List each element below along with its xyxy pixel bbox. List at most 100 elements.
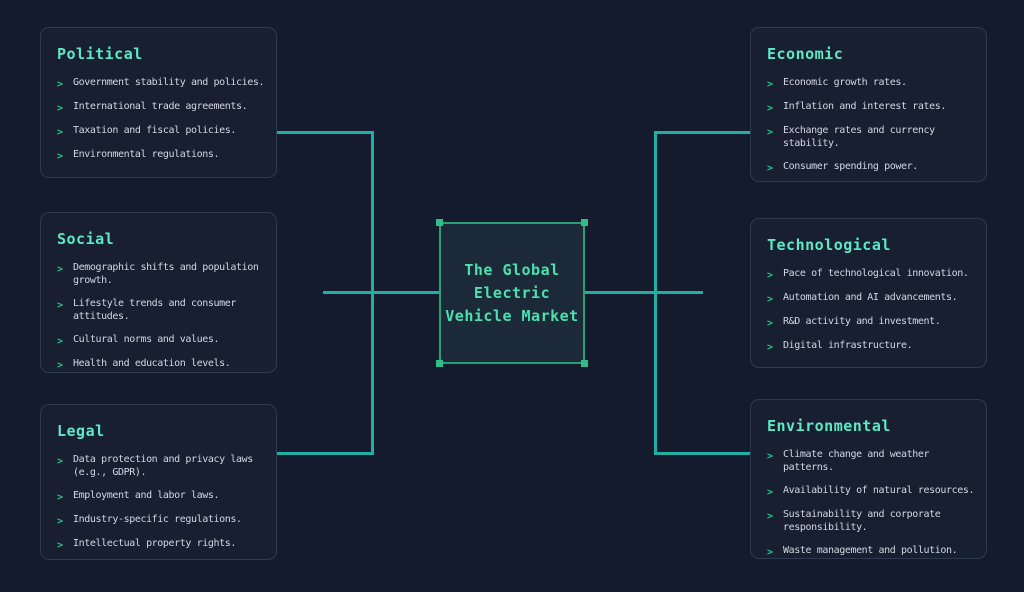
center-title-line: Electric	[473, 283, 551, 302]
chevron-bullet-icon: >	[767, 103, 774, 114]
selection-handle-bottom-right[interactable]	[581, 360, 588, 367]
chevron-bullet-icon: >	[767, 547, 774, 558]
chevron-bullet-icon: >	[767, 79, 774, 90]
list-item: > Health and education levels.	[57, 357, 270, 371]
chevron-bullet-icon: >	[57, 300, 64, 311]
node-title: Social	[57, 230, 115, 248]
item-text: Taxation and fiscal policies.	[73, 125, 236, 136]
connector-political	[277, 131, 373, 134]
item-text: Environmental regulations.	[73, 149, 220, 160]
chevron-bullet-icon: >	[767, 342, 774, 353]
node-environmental[interactable]: Environmental >Climate change and weathe…	[750, 399, 987, 559]
item-text: Health and education levels.	[73, 358, 231, 369]
chevron-bullet-icon: >	[767, 511, 774, 522]
list-item: > Automation and AI advancements.	[767, 291, 980, 305]
chevron-bullet-icon: >	[57, 540, 64, 551]
item-list: > Data protection and privacy laws (e.g.,…	[57, 453, 270, 551]
node-title: Environmental	[767, 417, 891, 435]
item-text: Demographic shifts and population growth…	[73, 262, 259, 286]
item-text: Pace of technological innovation.	[783, 268, 969, 279]
list-item: > Availability of natural resources.	[767, 484, 980, 498]
item-text: Inflation and interest rates.	[783, 101, 946, 112]
list-item: > Taxation and fiscal policies.	[57, 124, 270, 138]
list-item: > Consumer spending power.	[767, 160, 980, 174]
connector-environmental	[654, 452, 750, 455]
chevron-bullet-icon: >	[57, 79, 64, 90]
connector-center-right	[585, 291, 703, 294]
list-item: > Exchange rates and currency stability.	[767, 124, 980, 150]
chevron-bullet-icon: >	[767, 318, 774, 329]
item-text: International trade agreements.	[73, 101, 248, 112]
connector-economic	[654, 131, 750, 134]
item-text: Waste management and pollution.	[783, 545, 958, 556]
list-item: > R&D activity and investment.	[767, 315, 980, 329]
item-list: > Economic growth rates. > Inflation and i…	[767, 76, 980, 174]
selection-handle-top-left[interactable]	[436, 219, 443, 226]
item-text: Availability of natural resources.	[783, 485, 975, 496]
chevron-bullet-icon: >	[57, 516, 64, 527]
item-text: Exchange rates and currency stability.	[783, 125, 935, 149]
chevron-bullet-icon: >	[57, 336, 64, 347]
list-item: > Industry-specific regulations.	[57, 513, 270, 527]
node-title: Technological	[767, 236, 891, 254]
list-item: > Employment and labor laws.	[57, 489, 270, 503]
item-list: > Government stability and policies. > Int…	[57, 76, 270, 162]
item-list: > Pace of technological innovation. > Auto…	[767, 267, 980, 353]
chevron-bullet-icon: >	[57, 360, 64, 371]
node-economic[interactable]: Economic > Economic growth rates. > Inflat…	[750, 27, 987, 182]
list-item: > Lifestyle trends and consumer attitudes…	[57, 297, 270, 323]
item-text: Government stability and policies.	[73, 77, 265, 88]
connector-legal	[277, 452, 373, 455]
item-list: >Climate change and weather patterns. >A…	[767, 448, 980, 558]
item-list: > Demographic shifts and population growt…	[57, 261, 270, 371]
selection-handle-bottom-left[interactable]	[436, 360, 443, 367]
node-social[interactable]: Social > Demographic shifts and populatio…	[40, 212, 277, 373]
chevron-bullet-icon: >	[767, 270, 774, 281]
chevron-bullet-icon: >	[57, 492, 64, 503]
list-item: > Economic growth rates.	[767, 76, 980, 90]
list-item: >Climate change and weather patterns.	[767, 448, 980, 474]
chevron-bullet-icon: >	[57, 456, 64, 467]
list-item: > Waste management and pollution.	[767, 544, 980, 558]
selection-handle-top-right[interactable]	[581, 219, 588, 226]
item-text: Data protection and privacy laws (e.g., …	[73, 454, 253, 478]
item-text: Sustainability and corporate responsibil…	[783, 509, 941, 533]
chevron-bullet-icon: >	[767, 294, 774, 305]
chevron-bullet-icon: >	[767, 127, 774, 138]
list-item: > International trade agreements.	[57, 100, 270, 114]
list-item: >Digital infrastructure.	[767, 339, 980, 353]
connector-center-left	[323, 291, 439, 294]
node-center-topic[interactable]: The Global Electric Vehicle Market	[436, 219, 588, 367]
chevron-bullet-icon: >	[767, 487, 774, 498]
chevron-bullet-icon: >	[57, 127, 64, 138]
item-text: Intellectual property rights.	[73, 538, 236, 549]
list-item: > Government stability and policies.	[57, 76, 270, 90]
center-title-line: Vehicle Market	[445, 306, 579, 325]
item-text: Automation and AI advancements.	[783, 292, 958, 303]
node-political[interactable]: Political > Government stability and poli…	[40, 27, 277, 178]
item-text: Industry-specific regulations.	[73, 514, 242, 525]
node-title: Political	[57, 45, 143, 63]
item-text: Economic growth rates.	[783, 77, 907, 88]
center-title-line: The Global	[464, 260, 560, 279]
node-legal[interactable]: Legal > Data protection and privacy laws …	[40, 404, 277, 560]
node-title: Economic	[767, 45, 844, 63]
list-item: > Intellectual property rights.	[57, 537, 270, 551]
item-text: Consumer spending power.	[783, 161, 918, 172]
chevron-bullet-icon: >	[57, 103, 64, 114]
chevron-bullet-icon: >	[57, 151, 64, 162]
chevron-bullet-icon: >	[767, 163, 774, 174]
list-item: > Sustainability and corporate responsibi…	[767, 508, 980, 534]
list-item: >Cultural norms and values.	[57, 333, 270, 347]
node-title: Legal	[57, 422, 105, 440]
node-technological[interactable]: Technological > Pace of technological inn…	[750, 218, 987, 368]
chevron-bullet-icon: >	[57, 264, 64, 275]
item-text: Lifestyle trends and consumer attitudes.	[73, 298, 236, 322]
list-item: > Demographic shifts and population growt…	[57, 261, 270, 287]
item-text: Employment and labor laws.	[73, 490, 220, 501]
list-item: > Data protection and privacy laws (e.g.,…	[57, 453, 270, 479]
item-text: Climate change and weather patterns.	[783, 449, 930, 473]
item-text: R&D activity and investment.	[783, 316, 941, 327]
list-item: > Environmental regulations.	[57, 148, 270, 162]
